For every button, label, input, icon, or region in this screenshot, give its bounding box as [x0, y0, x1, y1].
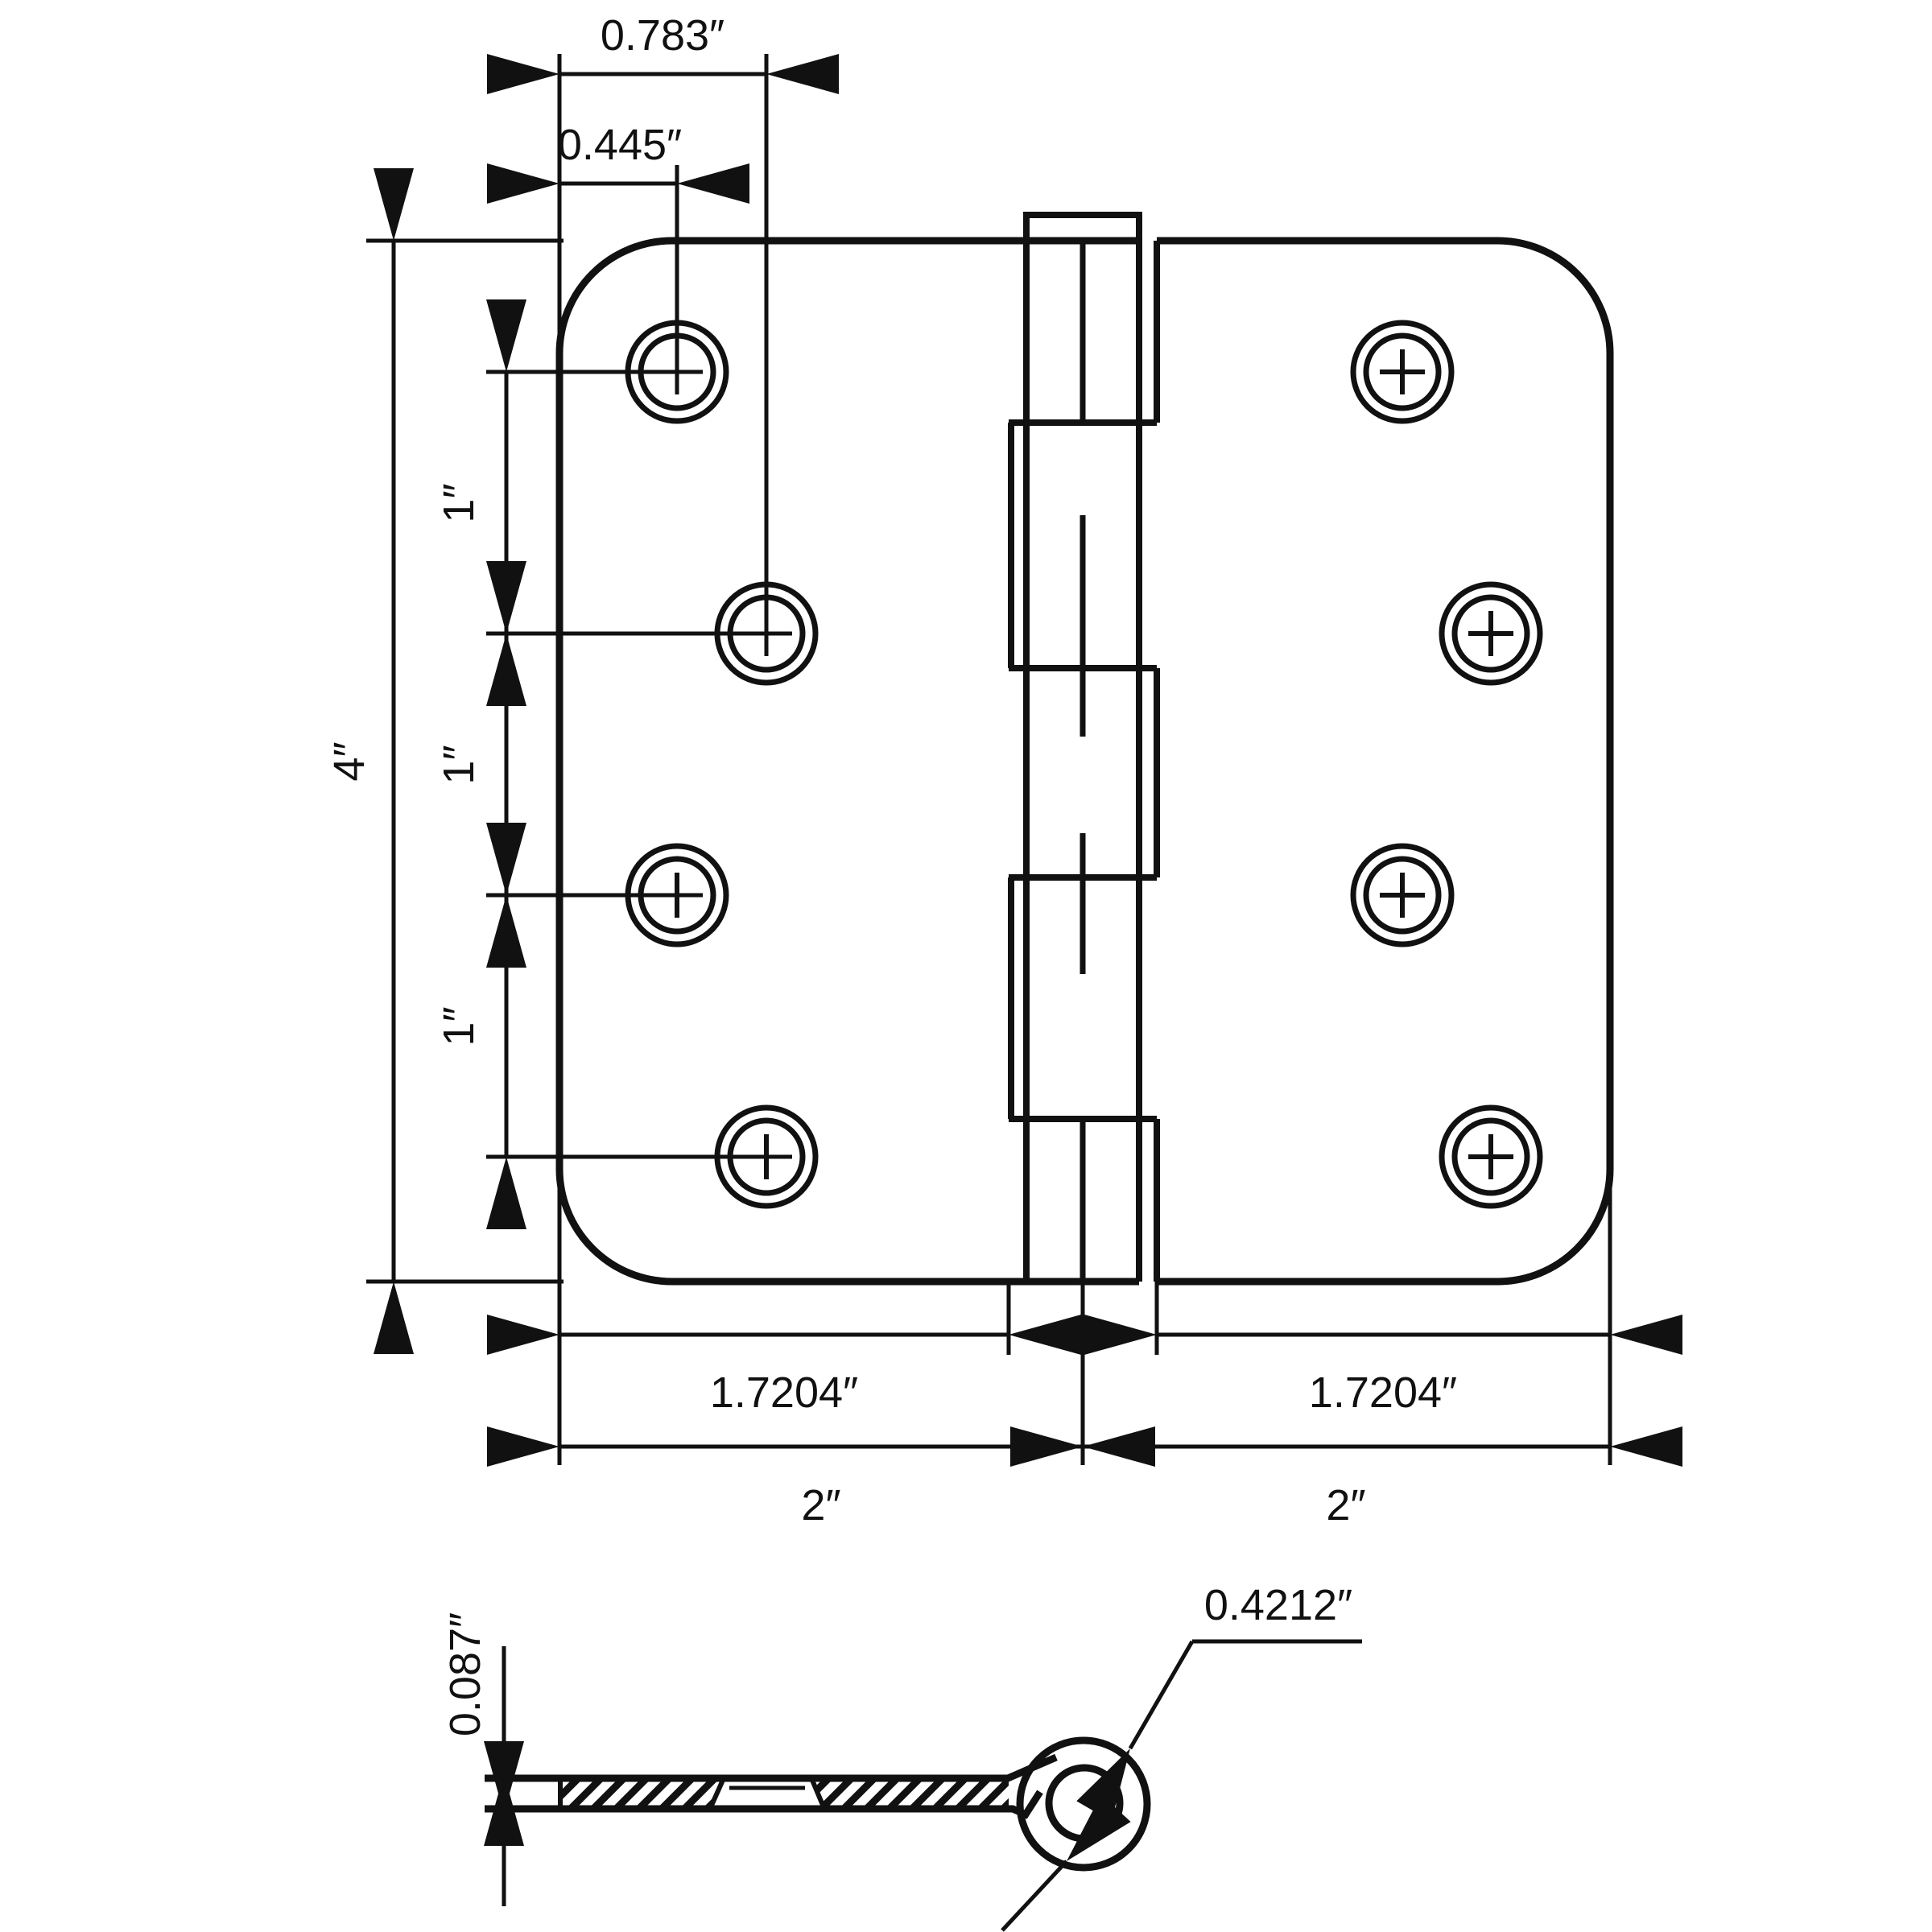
dim-label-half-left: 2″	[801, 1481, 840, 1530]
leaf-top-surface	[485, 1753, 1058, 1782]
screw-holes-left-leaf	[625, 320, 819, 1209]
dim-label-thickness: 0.087″	[441, 1612, 489, 1736]
screw-hole	[1350, 320, 1455, 424]
dim-label-spacing-1: 1″	[435, 483, 483, 522]
screw-hole	[1439, 581, 1543, 686]
dim-label-0445: 0.445″	[558, 121, 682, 169]
screw-holes-right-leaf	[1350, 320, 1543, 1209]
curl-outer-circle	[1016, 1736, 1151, 1872]
curl-inner-circle	[1045, 1764, 1124, 1843]
leader-arrow-curl	[1076, 1640, 1195, 1822]
dim-label-0783: 0.783″	[601, 11, 724, 60]
side-view: 0.087″ 0.4212″	[441, 1581, 1362, 1932]
leader-arrow-curl-bottom	[1001, 1794, 1131, 1932]
dim-label-leaf-left: 1.7204″	[710, 1368, 858, 1417]
dim-label-spacing-2: 1″	[435, 745, 483, 784]
pin-head-cap	[1023, 212, 1142, 244]
hole-row-centerlines	[486, 369, 792, 1159]
curl	[1016, 1736, 1151, 1872]
barrel	[1008, 212, 1160, 1282]
side-view-dimensions: 0.087″ 0.4212″	[441, 1581, 1362, 1932]
countersink-slant-right	[809, 1777, 827, 1810]
right-leaf-outline	[1157, 237, 1614, 1286]
dim-label-spacing-3: 1″	[435, 1006, 483, 1046]
countersink-gap	[710, 1778, 824, 1809]
front-view-dimensions: 0.783″ 0.445″ 4″ 1″ 1″ 1″ 1.7204″	[325, 11, 1682, 1530]
front-view: 0.783″ 0.445″ 4″ 1″ 1″ 1″ 1.7204″	[325, 11, 1682, 1530]
screw-hole	[1350, 843, 1455, 947]
leaf-section	[485, 1753, 1058, 1819]
dim-label-half-right: 2″	[1326, 1481, 1365, 1530]
dim-label-height: 4″	[325, 741, 374, 781]
screw-hole	[1439, 1104, 1543, 1209]
left-leaf-outline	[555, 237, 1139, 1286]
dim-label-leaf-right: 1.7204″	[1309, 1368, 1457, 1417]
dim-label-curl: 0.4212″	[1204, 1581, 1352, 1629]
countersink-slant-left	[708, 1777, 726, 1810]
